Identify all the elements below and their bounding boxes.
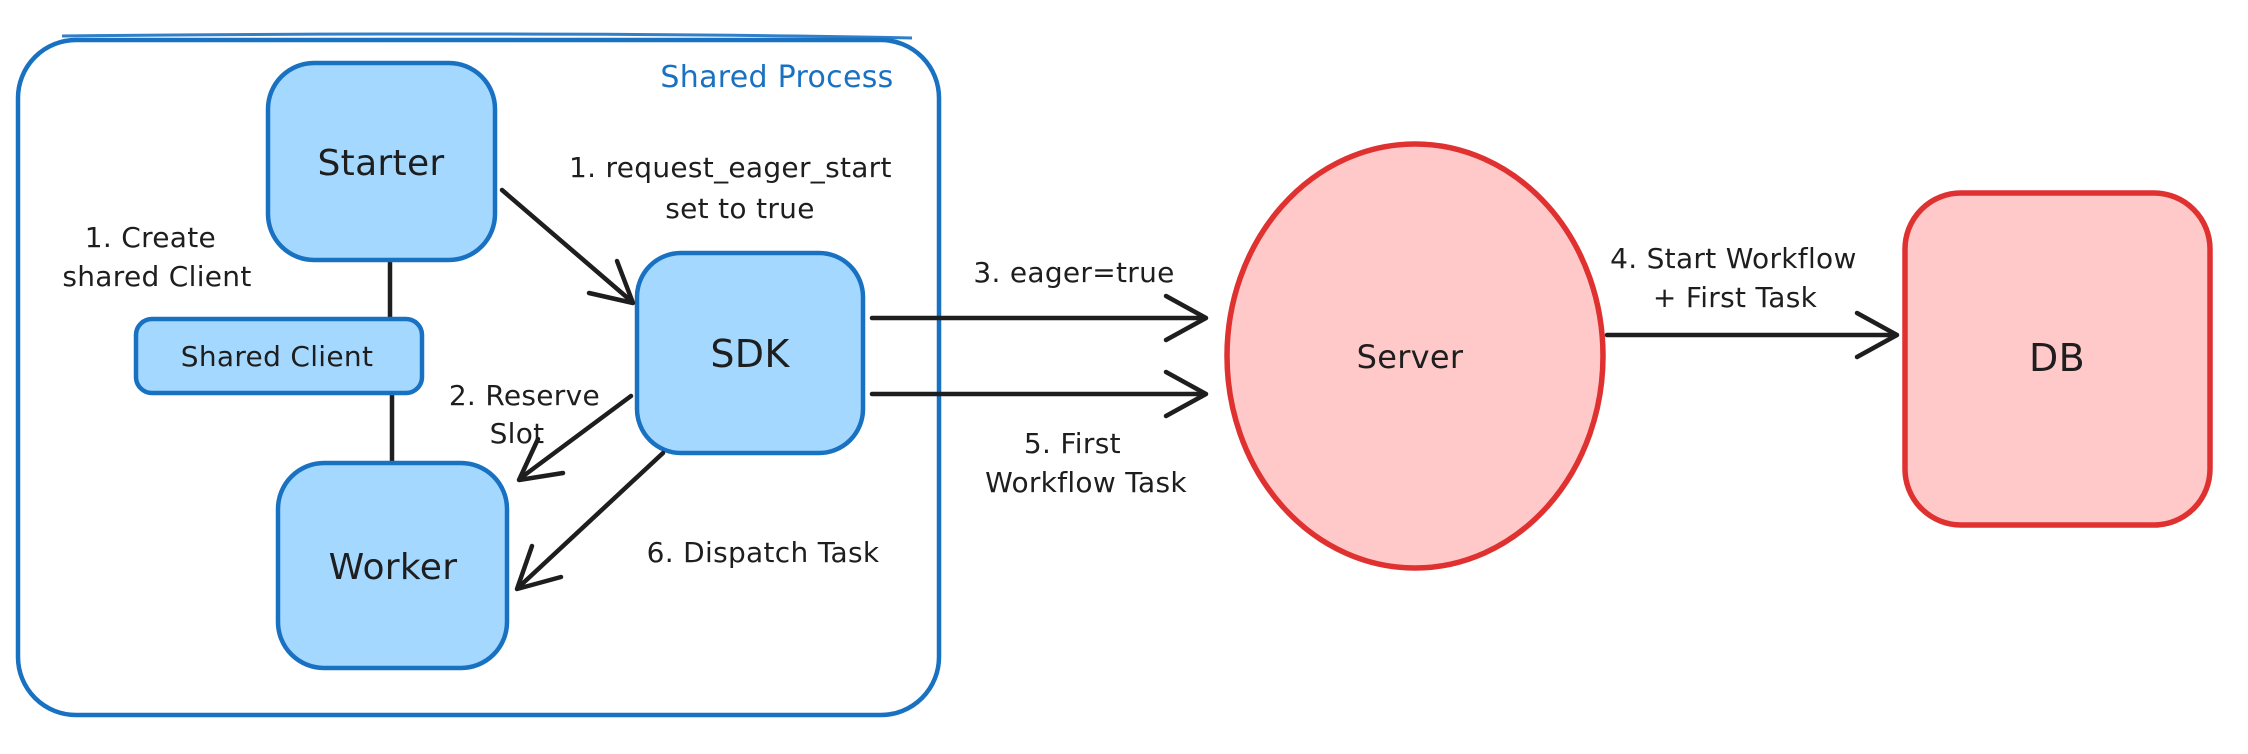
shared-process-label: Shared Process [660, 60, 893, 95]
sdk-label: SDK [710, 332, 790, 376]
annotation-create-shared-client-line2: shared Client [62, 260, 251, 293]
shared-process-container[interactable] [15, 37, 942, 718]
annotation-dispatch-task[interactable]: 6. Dispatch Task [647, 536, 880, 569]
annotation-request-eager-start[interactable]: 1. request_eager_start set to true [569, 151, 901, 225]
server-ellipse[interactable] [1224, 141, 1606, 571]
arrow-sdk-to-worker-dispatch-shaft [517, 450, 666, 589]
db-node[interactable]: DB [1902, 190, 2213, 528]
sdk-box[interactable] [634, 250, 866, 456]
annotation-reserve-slot-line2: Slot [490, 417, 545, 450]
arrow-starter-to-sdk[interactable] [499, 187, 636, 306]
sdk-node[interactable]: SDK [634, 250, 866, 456]
annotation-eager-true[interactable]: 3. eager=true [973, 256, 1174, 289]
annotation-create-shared-client[interactable]: 1. Create shared Client [62, 221, 251, 293]
annotation-start-workflow-line2: + First Task [1653, 281, 1818, 314]
arrow-starter-to-sdk-shaft [499, 187, 633, 303]
arrow-server-to-db-head [1854, 310, 1900, 360]
worker-label: Worker [329, 547, 458, 588]
annotation-first-workflow-task[interactable]: 5. First Workflow Task [985, 427, 1187, 499]
arrow-sdk-to-server-task[interactable] [869, 369, 1209, 419]
worker-node[interactable]: Worker [275, 460, 510, 671]
server-node[interactable]: Server [1224, 141, 1606, 571]
annotation-request-eager-start-line1: 1. request_eager_start [569, 151, 892, 184]
arrow-sdk-to-worker-reserve-shaft [519, 393, 634, 480]
starter-box[interactable] [265, 60, 498, 263]
arrow-sdk-to-worker-reserve-head [516, 436, 566, 483]
arrow-starter-to-sdk-head [586, 258, 636, 306]
annotation-request-eager-start-line2: set to true [665, 192, 814, 225]
starter-node[interactable]: Starter [265, 60, 498, 263]
annotation-create-shared-client-line1: 1. Create [85, 221, 216, 254]
arrow-sdk-to-server-eager[interactable] [869, 293, 1209, 343]
worker-box[interactable] [275, 460, 510, 671]
shared-client-label: Shared Client [181, 340, 373, 373]
shared-client-node[interactable]: Shared Client [133, 316, 425, 396]
arrow-sdk-to-server-task-head [1163, 369, 1209, 419]
annotation-first-workflow-task-line2: Workflow Task [985, 466, 1187, 499]
arrow-sdk-to-worker-dispatch[interactable] [514, 450, 666, 592]
annotation-reserve-slot[interactable]: 2. Reserve Slot [449, 379, 609, 450]
server-label: Server [1357, 338, 1464, 376]
db-label: DB [2029, 336, 2085, 380]
arrow-server-to-db[interactable] [1604, 310, 1900, 360]
db-box[interactable] [1902, 190, 2213, 528]
arrow-sdk-to-server-eager-head [1163, 293, 1209, 343]
starter-label: Starter [318, 143, 445, 184]
annotation-reserve-slot-line1: 2. Reserve [449, 379, 600, 412]
annotation-start-workflow-line1: 4. Start Workflow [1610, 242, 1857, 275]
container-sketch-stroke [61, 32, 913, 40]
annotation-start-workflow[interactable]: 4. Start Workflow + First Task [1610, 242, 1866, 314]
annotation-first-workflow-task-line1: 5. First [1024, 427, 1121, 460]
arrow-sdk-to-worker-reserve[interactable] [516, 393, 634, 483]
shared-client-box[interactable] [133, 316, 425, 396]
arrow-sdk-to-worker-dispatch-head [514, 543, 564, 592]
